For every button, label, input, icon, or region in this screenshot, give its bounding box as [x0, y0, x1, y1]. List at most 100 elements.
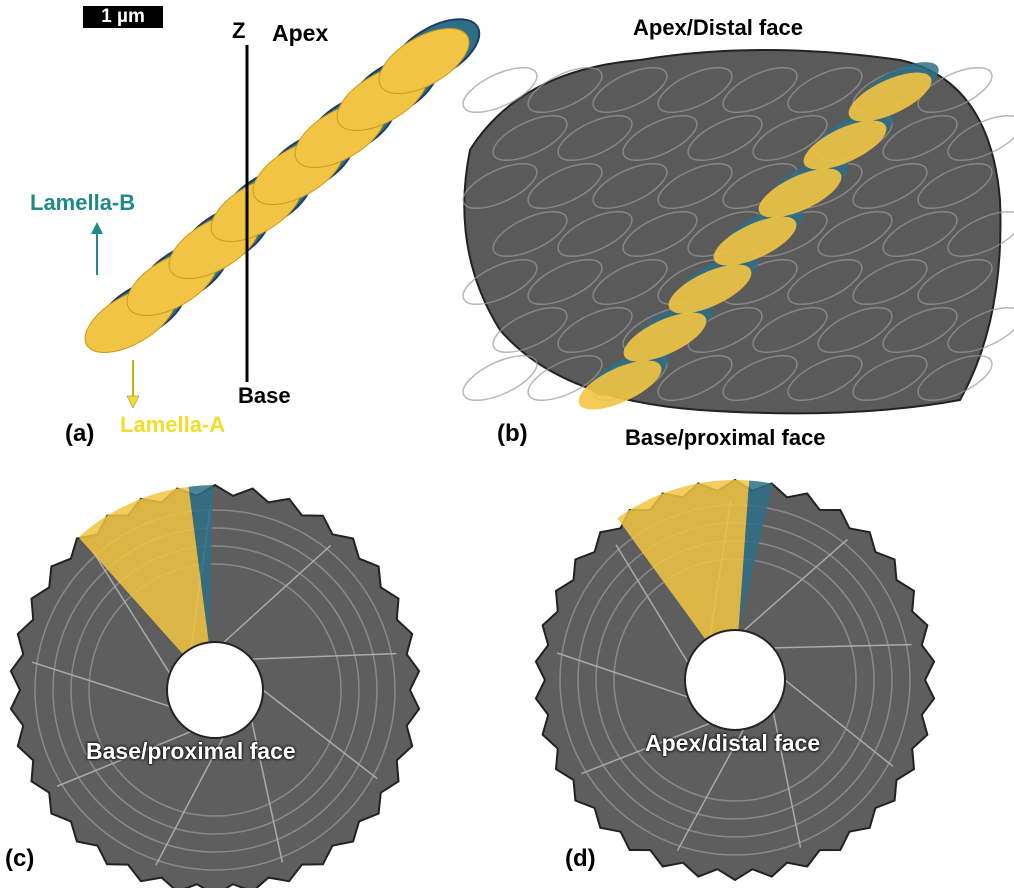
panel-c-letter: (c): [5, 845, 35, 872]
panel-b-scale-outline: [657, 162, 733, 210]
panel-c-ring-whorl: [34, 509, 396, 871]
panel-b-scale-outline: [917, 162, 993, 210]
panel-b-scale-outline: [917, 66, 993, 114]
panel-c-ring: [9, 483, 421, 888]
panel-b-scale-outline: [657, 354, 733, 402]
panel-d-ring-lamella-b: [738, 480, 773, 631]
panel-d-ring-scale-edge: [773, 643, 912, 649]
panel-b-scale-outline: [557, 114, 633, 162]
panel-c-ring-whorl: [70, 545, 360, 835]
panel-d-ring-lamella-a: [617, 480, 750, 640]
panel-d-ring-scale-edge: [772, 711, 802, 848]
panel-b-scale-outline: [852, 354, 928, 402]
panel-c-ring-scale-edge: [155, 736, 224, 866]
panel-c-ring-scale-edge: [251, 720, 284, 863]
panel-b-scale-outline: [882, 306, 958, 354]
panel-c-ring-scale-edge: [56, 730, 192, 787]
panel-b-lamella-a: [578, 360, 662, 410]
panel-b-scale-outline: [492, 114, 568, 162]
panel-b-scale-outline: [787, 66, 863, 114]
panel-b-scale-outline: [527, 162, 603, 210]
lamella-a-label: Lamella-A: [120, 412, 226, 437]
panel-b-scale-outline: [527, 354, 603, 402]
panel-b-scale-outline: [592, 66, 668, 114]
lamella-b-arrowhead: [91, 222, 103, 234]
panel-b-scale-outline: [687, 306, 763, 354]
panel-d-letter: (d): [565, 845, 596, 872]
scale-bar: 1 µm: [83, 6, 163, 28]
panel-b-scale-outline: [462, 162, 538, 210]
panel-b-lamella-a: [758, 168, 842, 218]
panel-d-ring-center-hole: [684, 629, 786, 731]
panel-c-ring-scale-edge: [222, 544, 332, 644]
panel-b-body: [463, 49, 1002, 415]
panel-b-scale-outline: [492, 210, 568, 258]
panel-c-ring-whorl: [52, 527, 378, 853]
panel-c-ring-whorl: [88, 563, 342, 817]
panel-b-scale-outline: [527, 66, 603, 114]
panel-b-scale-outline: [657, 66, 733, 114]
panel-b-scale-outline: [852, 258, 928, 306]
panel-b-scale-outline: [462, 258, 538, 306]
panel-b-scale-outline: [557, 306, 633, 354]
panel-b-scale-outline: [722, 66, 798, 114]
panel-b-scale-outline: [787, 354, 863, 402]
lamella-b-label: Lamella-B: [30, 190, 136, 215]
panel-d-ring: [534, 478, 936, 882]
panel-b-scale-outline: [462, 354, 538, 402]
panel-b-scale-outline: [622, 114, 698, 162]
panel-b-scale-outline: [817, 306, 893, 354]
panel-c-caption: Base/proximal face: [86, 738, 296, 764]
panel-b-lamella-a: [668, 264, 752, 314]
panel-b-scale-outline: [687, 114, 763, 162]
panel-d-ring-scale-edge: [556, 652, 689, 698]
panel-b-scale-outline: [527, 258, 603, 306]
panel-d-caption: Apex/distal face: [645, 730, 821, 756]
panel-c-ring-scale-edge: [31, 661, 171, 708]
panel-a-letter: (a): [65, 420, 95, 447]
panel-d-ring-scale-edge: [615, 544, 689, 664]
panel-b-scale-outline: [917, 354, 993, 402]
panel-b-scale-outline: [557, 210, 633, 258]
lamella-a-disc: [378, 27, 470, 95]
panel-b-scale-outline: [722, 354, 798, 402]
panel-d-ring-scale-edge: [581, 722, 711, 775]
panel-b-scale-outline: [752, 114, 828, 162]
panel-b-scale-outline: [947, 114, 1014, 162]
panel-c-ring-scale-edge: [251, 652, 397, 660]
base-label: Base: [238, 383, 291, 408]
panel-b-scale-outline: [817, 210, 893, 258]
z-axis-label: Z: [232, 18, 246, 43]
lamella-a-arrowhead: [126, 395, 140, 409]
panel-c-ring-center-hole: [166, 641, 264, 739]
panel-b-lamella-a: [623, 312, 707, 362]
panel-b-scale-outline: [882, 210, 958, 258]
panel-b-scale-outline: [592, 258, 668, 306]
panel-c-ring-scale-edge: [92, 550, 171, 674]
panel-b-scale-outline: [947, 210, 1014, 258]
panel-b-scale-outline: [492, 306, 568, 354]
panel-b-scale-outline: [787, 258, 863, 306]
panel-d-title: Base/proximal face: [625, 425, 826, 450]
panel-b-scale-outline: [917, 258, 993, 306]
panel-b-title: Apex/Distal face: [633, 15, 803, 40]
panel-b-scale-outline: [947, 306, 1014, 354]
panel-d-ring-scale-edge: [784, 679, 894, 767]
panel-b-letter: (b): [497, 420, 528, 447]
panel-b-scale-outline: [882, 114, 958, 162]
panel-b-lamella-a: [713, 216, 797, 266]
panel-d-ring-scale-edge: [743, 538, 848, 632]
apex-label: Apex: [272, 20, 329, 46]
panel-b-lamella-a: [803, 120, 887, 170]
panel-a-helix: [84, 18, 481, 354]
panel-b-lamella-a: [848, 72, 932, 122]
panel-b-scale-outline: [752, 306, 828, 354]
panel-b-scale-outline: [622, 210, 698, 258]
panel-b-render: [462, 49, 1014, 415]
panel-c-ring-lamella-b: [188, 485, 214, 643]
panel-b-scale-outline: [462, 66, 538, 114]
panel-b-scale-outline: [852, 162, 928, 210]
panel-c-ring-lamella-a: [78, 486, 209, 655]
panel-d-ring-scale-edge: [676, 728, 745, 851]
